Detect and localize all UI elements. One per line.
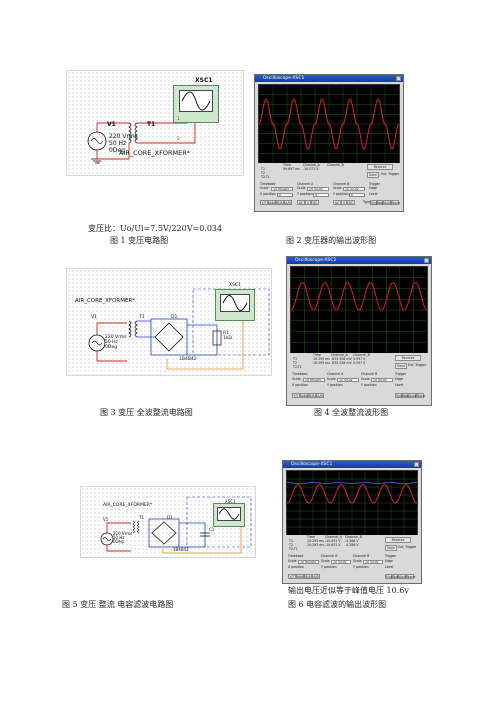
source-vrms: 220 Vrms	[109, 133, 138, 140]
source-label: V1	[107, 121, 116, 128]
ratio-text: 变压比：Uo/Ui=7.5V/220V=0.034	[88, 224, 223, 233]
trace-line	[287, 482, 417, 485]
caption-fig3: 图 3 变压 全波整流电路图	[100, 408, 193, 417]
source-deg: 0Deg	[109, 147, 125, 154]
osc-label: XSC1	[195, 77, 213, 84]
oscilloscope-xsc1-symbol-3[interactable]	[213, 503, 245, 527]
core-label: AIR_CORE_XFORMER*	[119, 149, 190, 157]
oscilloscope-window-2[interactable]: Oscilloscope-XSC1 Time Channel_A Channel…	[286, 256, 432, 406]
transformer-label: T1	[147, 121, 156, 128]
save-button[interactable]: Save	[367, 172, 379, 178]
schematic-rectifier: XSC1 AIR_CORE_XFORMER* V1 T1 220 Vrms 50…	[66, 268, 272, 376]
reverse-button[interactable]: Reverse	[367, 164, 393, 170]
scope-screen	[286, 470, 418, 536]
timebase-scale[interactable]: 10 ms/Div	[271, 187, 293, 191]
schematic-transformer: XSC1 V1 T1 220 Vrms 50 Hz 0Deg AIR_CORE_…	[66, 70, 244, 176]
scope-screen	[290, 266, 428, 354]
oscilloscope-window-3[interactable]: Oscilloscope-XSC1 Time Channel_A Channel…	[282, 460, 422, 584]
close-icon[interactable]	[414, 462, 419, 467]
note-fig6: 输出电压近似等于峰值电压 10.6v	[288, 586, 409, 595]
oscilloscope-window-1[interactable]: Oscilloscope-XSC1 Time Channel_A Channel…	[254, 74, 404, 212]
close-icon[interactable]	[424, 258, 429, 263]
trace-line	[291, 281, 427, 311]
channel-b-scale[interactable]: 10 V/Div	[343, 187, 365, 191]
channel-a-scale[interactable]: 10 V/Div	[307, 187, 329, 191]
source-hz: 50 Hz	[109, 140, 127, 147]
oscilloscope-xsc1-symbol[interactable]	[173, 85, 219, 123]
trace-line	[287, 484, 417, 504]
node-1: 1	[177, 117, 180, 122]
caption-fig1: 图 1 变压电路图	[110, 236, 169, 245]
trace-line	[259, 98, 399, 150]
node-0: 0	[97, 161, 100, 166]
caption-fig6: 图 6 电容滤波的输出波形图	[288, 600, 387, 609]
caption-fig5: 图 5 变压 整流 电容滤波电路图	[62, 600, 174, 609]
schematic-filter: XSC1 AIR_CORE_XFORMER* V1 T1 220 Vrms 50…	[80, 486, 256, 558]
window-title: Oscilloscope-XSC1	[263, 76, 305, 81]
caption-fig4: 图 4 全波整流波形图	[314, 408, 389, 417]
scope-screen	[258, 84, 400, 164]
close-icon[interactable]	[396, 76, 401, 81]
caption-fig2: 图 2 变压器的输出波形图	[286, 236, 377, 245]
oscilloscope-xsc1-symbol-2[interactable]	[215, 289, 255, 321]
node-2: 2	[177, 137, 180, 142]
